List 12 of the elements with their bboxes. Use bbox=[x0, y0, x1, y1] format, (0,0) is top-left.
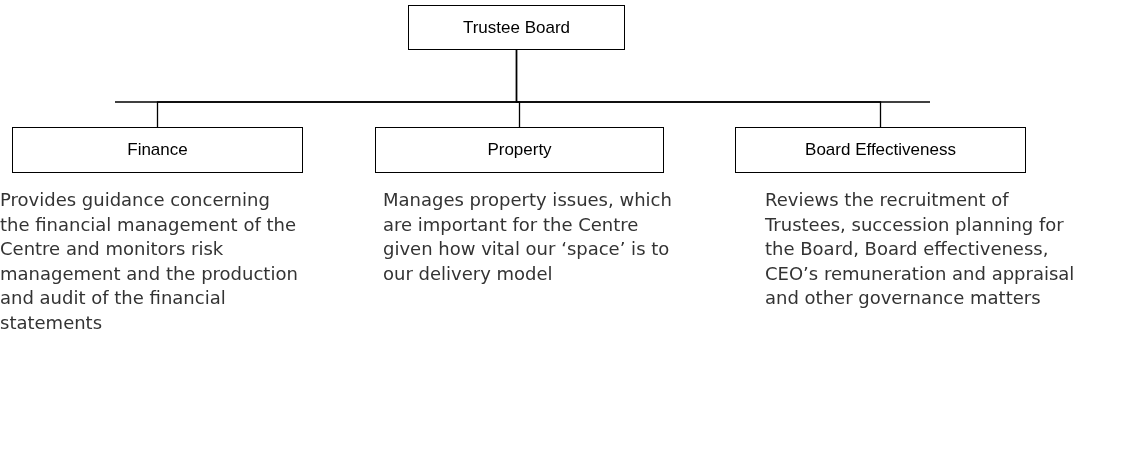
org-box bbox=[375, 127, 664, 173]
box-label: Property bbox=[487, 140, 552, 160]
org-box bbox=[408, 5, 625, 50]
org-box bbox=[12, 127, 303, 173]
description-text: Provides guidance concerning the financial management of the Centre and monitors risk management and the production and audit of the financial statements bbox=[0, 188, 299, 335]
description-text: Manages property issues, which are important for the Centre given how vital our ‘space’ is to our delivery model bbox=[383, 188, 673, 286]
org-box bbox=[735, 127, 1026, 173]
box-label: Trustee Board bbox=[462, 17, 571, 38]
description-text: Reviews the recruitment of Trustees, succession planning for the Board, Board effectiveness, CEO’s remuneration and appraisal and other governance matters bbox=[765, 188, 1076, 310]
connector-line bbox=[515, 49, 882, 128]
box-label: Board Effectiveness bbox=[805, 140, 956, 160]
box-label: Finance bbox=[127, 140, 188, 160]
